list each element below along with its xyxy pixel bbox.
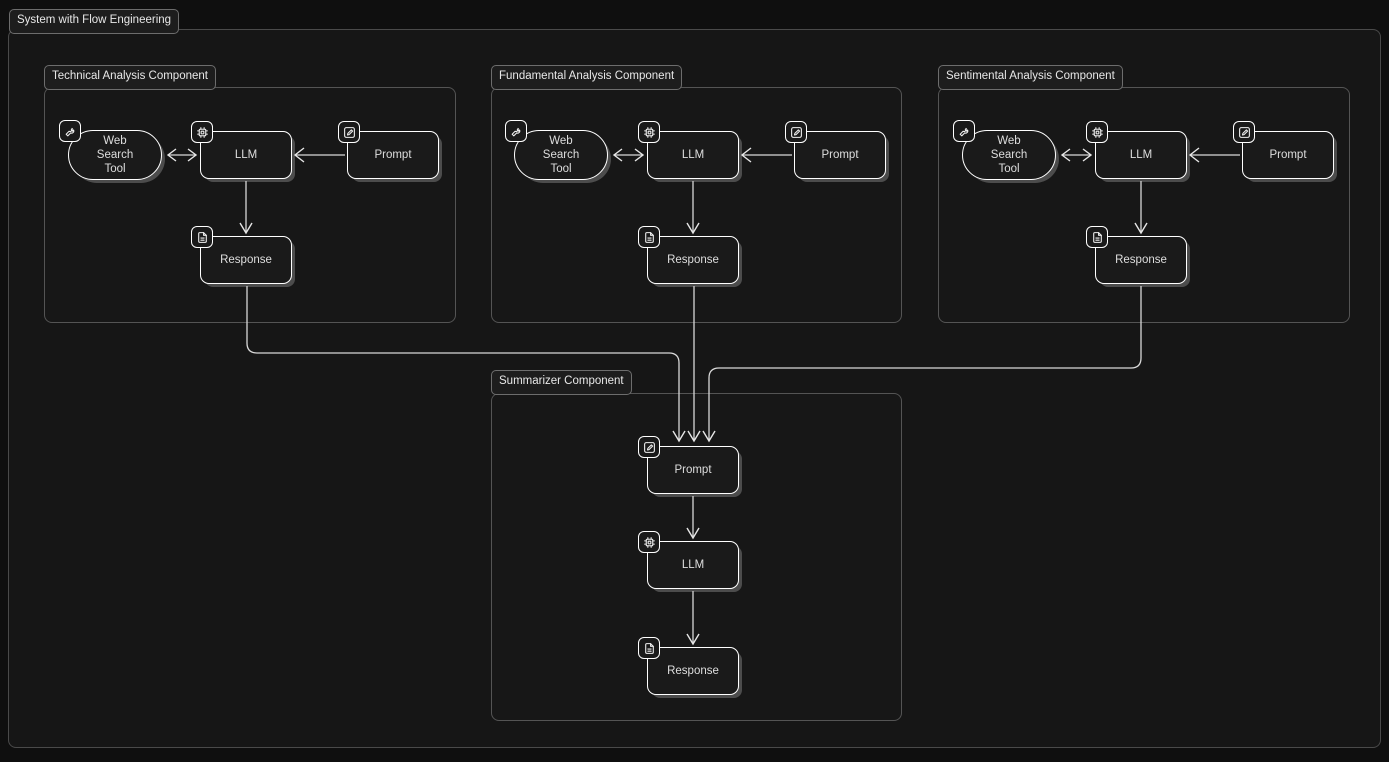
node-label-tech-response: Response: [220, 254, 272, 266]
component-label-sentimental-chip: Sentimental Analysis Component: [938, 65, 1123, 90]
node-label-fund-response: Response: [667, 254, 719, 266]
node-label-summ-llm: LLM: [681, 559, 705, 571]
edit-square-icon: [638, 436, 660, 458]
node-label-tech-llm: LLM: [234, 149, 258, 161]
node-sent-prompt[interactable]: Prompt: [1233, 121, 1334, 179]
node-tech-llm[interactable]: LLM: [191, 121, 292, 179]
system-title-chip: System with Flow Engineering: [9, 9, 180, 34]
document-icon: [191, 226, 213, 248]
node-fund-prompt[interactable]: Prompt: [785, 121, 886, 179]
component-frame-technical: [44, 87, 456, 323]
component-label-fundamental-chip: Fundamental Analysis Component: [491, 65, 683, 90]
node-label-tech-prompt: Prompt: [374, 149, 412, 161]
cpu-chip-icon: [1086, 121, 1108, 143]
node-sent-response[interactable]: Response: [1086, 226, 1187, 284]
node-label-fund-llm: LLM: [681, 149, 705, 161]
node-summ-response[interactable]: Response: [638, 637, 739, 695]
node-label-sent-response: Response: [1115, 254, 1167, 266]
cpu-chip-icon: [638, 531, 660, 553]
component-label-technical-chip: Technical Analysis Component: [44, 65, 216, 90]
node-label-summ-prompt: Prompt: [674, 464, 712, 476]
edit-square-icon: [338, 121, 360, 143]
component-label-sentimental: Sentimental Analysis Component: [946, 70, 1115, 82]
cpu-chip-icon: [638, 121, 660, 143]
wrench-icon: [59, 120, 81, 142]
wrench-icon: [953, 120, 975, 142]
document-icon: [638, 637, 660, 659]
edit-square-icon: [1233, 121, 1255, 143]
document-icon: [1086, 226, 1108, 248]
node-summ-llm[interactable]: LLM: [638, 531, 739, 589]
node-label-sent-llm: LLM: [1129, 149, 1153, 161]
component-frame-fundamental: [491, 87, 902, 323]
node-fund-response[interactable]: Response: [638, 226, 739, 284]
node-label-sent-prompt: Prompt: [1269, 149, 1307, 161]
node-fund-llm[interactable]: LLM: [638, 121, 739, 179]
node-label-fund-prompt: Prompt: [821, 149, 859, 161]
component-label-technical: Technical Analysis Component: [52, 70, 208, 82]
system-title: System with Flow Engineering: [17, 14, 172, 26]
wrench-icon: [505, 120, 527, 142]
node-tech-prompt[interactable]: Prompt: [338, 121, 439, 179]
node-tech-response[interactable]: Response: [191, 226, 292, 284]
node-sent-llm[interactable]: LLM: [1086, 121, 1187, 179]
cpu-chip-icon: [191, 121, 213, 143]
component-label-summarizer-chip: Summarizer Component: [491, 370, 632, 395]
node-summ-prompt[interactable]: Prompt: [638, 436, 739, 494]
component-label-summarizer: Summarizer Component: [499, 375, 624, 387]
document-icon: [638, 226, 660, 248]
component-label-fundamental: Fundamental Analysis Component: [499, 70, 675, 82]
edit-square-icon: [785, 121, 807, 143]
component-frame-sentimental: [938, 87, 1350, 323]
node-label-summ-response: Response: [667, 665, 719, 677]
